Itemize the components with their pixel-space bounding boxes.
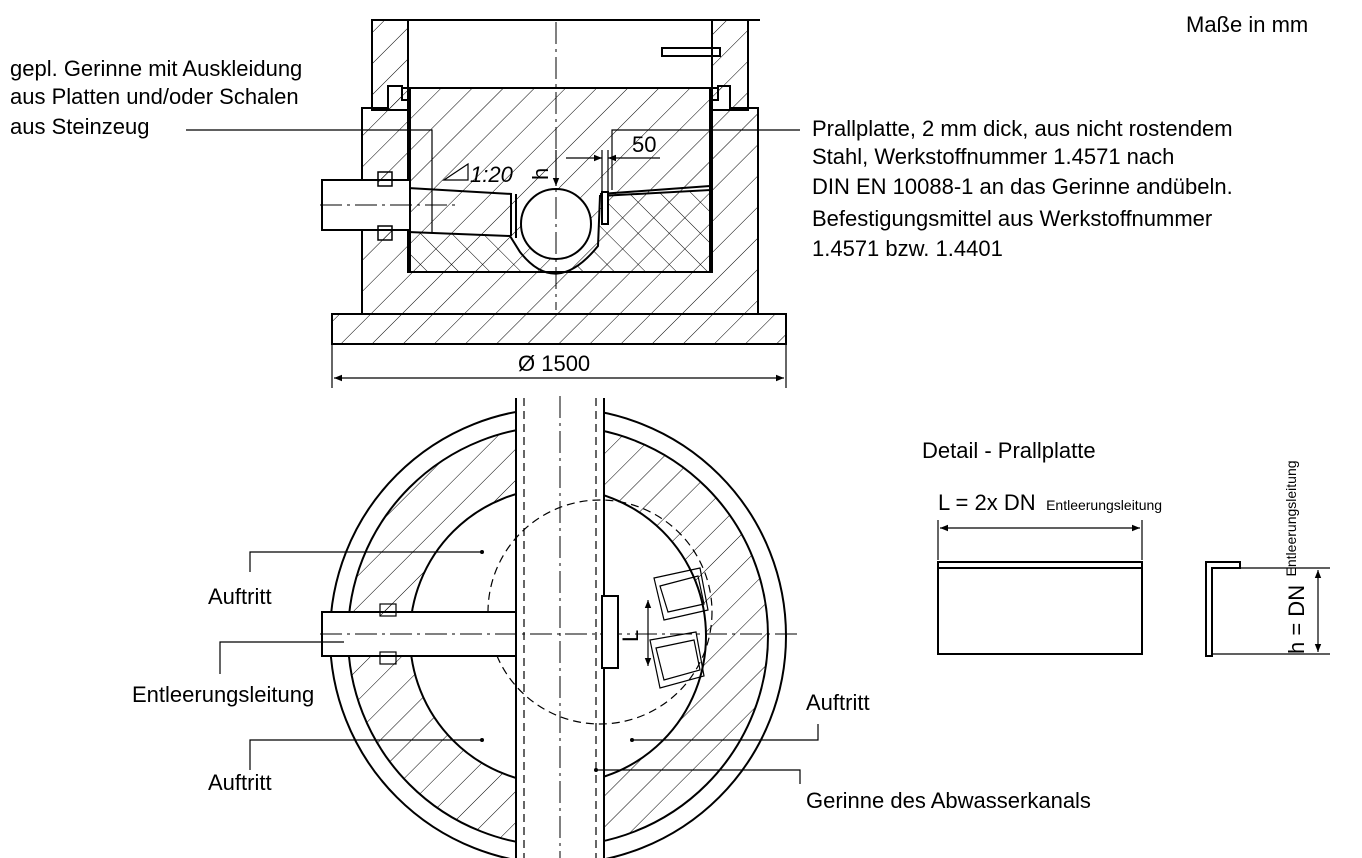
units-note: Maße in mm: [1186, 12, 1308, 37]
plan-view: L: [219, 396, 819, 858]
berm: [407, 188, 711, 275]
detail-plate-front: [937, 561, 1143, 655]
auftritt-label-right: Auftritt: [806, 690, 870, 715]
base-plate: [331, 313, 787, 345]
ladder-rung-upper: [653, 567, 709, 621]
sewer-channel-label: Gerinne des Abwasserkanals: [806, 788, 1091, 813]
ladder-rung-lower: [649, 631, 705, 689]
auftritt-label-bottom-left: Auftritt: [208, 770, 272, 795]
detail-impact-plate: Detail - Prallplatte L = 2x DN Entleerun…: [922, 438, 1330, 657]
dim-50: 50: [632, 132, 656, 157]
slope-label: 1:20: [470, 162, 514, 187]
dim-h-section: h: [528, 168, 553, 180]
plan-wall-ring: [346, 425, 770, 847]
impact-plate-section: [601, 191, 609, 225]
channel-label: gepl. Gerinne mit Auskleidung aus Platte…: [10, 56, 308, 139]
dim-L: L: [618, 630, 643, 642]
diameter-label: Ø 1500: [518, 351, 590, 376]
section-view: Ø 1500 h 50 1:20: [186, 19, 800, 388]
impact-plate-label: Prallplatte, 2 mm dick, aus nicht rosten…: [812, 116, 1239, 261]
drain-pipe-label: Entleerungsleitung: [132, 682, 314, 707]
auftritt-label-top-left: Auftritt: [208, 584, 272, 609]
impact-plate-plan: [601, 595, 619, 669]
detail-title: Detail - Prallplatte: [922, 438, 1096, 463]
detail-length-label: L = 2x DN Entleerungsleitung: [938, 490, 1162, 515]
detail-plate-profile: [1205, 561, 1241, 657]
detail-height-label: h = DN Entleerungsleitung: [1283, 460, 1309, 654]
